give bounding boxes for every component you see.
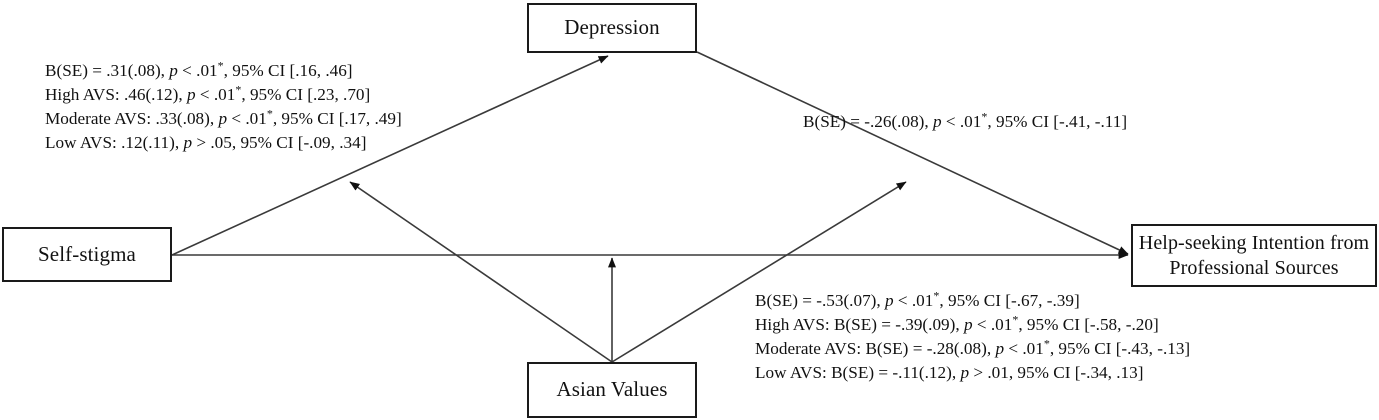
node-help-seeking-label: Help-seeking Intention from Professional… [1133, 231, 1375, 280]
edge-asian-values-moderates-a-path [349, 181, 613, 363]
edge-self-stigma-to-depression [171, 55, 609, 256]
node-self-stigma-label: Self-stigma [38, 241, 136, 266]
label-depression-to-help-seeking-statistics: B(SE) = -.26(.08), p < .01*, 95% CI [-.4… [803, 110, 1127, 134]
node-depression[interactable]: Depression [527, 3, 697, 53]
node-asian-values[interactable]: Asian Values [527, 362, 697, 418]
stat-line: B(SE) = -.26(.08), p < .01*, 95% CI [-.4… [803, 109, 1128, 131]
label-self-stigma-to-help-seeking-statistics: B(SE) = -.53(.07), p < .01*, 95% CI [-.6… [755, 289, 1190, 385]
label-self-stigma-to-depression-statistics: B(SE) = .31(.08), p < .01*, 95% CI [.16,… [45, 59, 402, 155]
stat-line: Low AVS: .12(.11), p > .05, 95% CI [-.09… [45, 133, 367, 152]
edge-depression-to-help-seeking [696, 51, 1129, 255]
stat-line: Low AVS: B(SE) = -.11(.12), p > .01, 95%… [755, 363, 1144, 382]
node-help-seeking-line2: from Professional Sources [1169, 232, 1370, 279]
node-help-seeking-intention[interactable]: Help-seeking Intention from Professional… [1131, 224, 1377, 287]
node-help-seeking-line1: Help-seeking Intention [1138, 232, 1325, 255]
stat-line: B(SE) = -.53(.07), p < .01*, 95% CI [-.6… [755, 288, 1080, 310]
node-self-stigma[interactable]: Self-stigma [2, 227, 172, 282]
stat-line: High AVS: B(SE) = -.39(.09), p < .01*, 9… [755, 312, 1159, 334]
node-asian-values-label: Asian Values [556, 377, 668, 402]
stat-line: Moderate AVS: B(SE) = -.28(.08), p < .01… [755, 336, 1191, 358]
node-depression-label: Depression [564, 15, 660, 40]
stat-line: B(SE) = .31(.08), p < .01*, 95% CI [.16,… [45, 58, 353, 80]
stat-line: Moderate AVS: .33(.08), p < .01*, 95% CI… [45, 106, 402, 128]
stat-line: High AVS: .46(.12), p < .01*, 95% CI [.2… [45, 82, 371, 104]
edge-asian-values-moderates-b-path [611, 181, 907, 363]
